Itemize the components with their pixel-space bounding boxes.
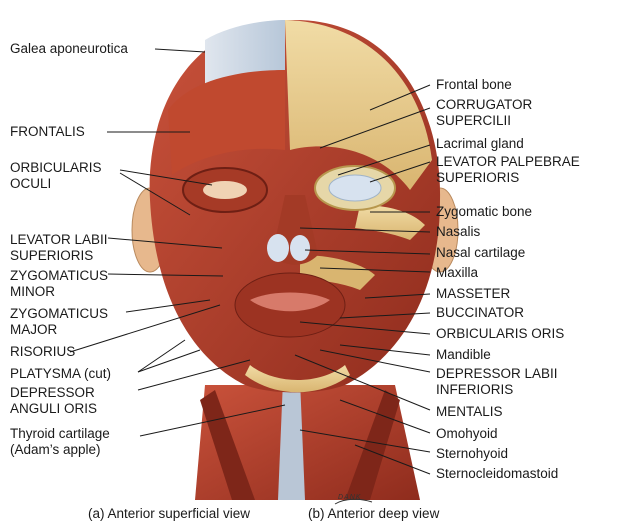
label-line: ZYGOMATICUS [10,306,108,322]
label-levator-palpebrae-superioris: LEVATOR PALPEBRAE SUPERIORIS [436,154,580,186]
label-frontalis: FRONTALIS [10,124,85,140]
label-galea-aponeurotica: Galea aponeurotica [10,41,128,57]
label-line: DEPRESSOR LABII [436,366,558,382]
label-line: SUPERCILII [436,113,532,129]
label-orbicularis-oris: ORBICULARIS ORIS [436,326,564,342]
label-orbicularis-oculi: ORBICULARIS OCULI [10,160,102,192]
label-corrugator-supercilii: CORRUGATOR SUPERCILII [436,97,532,129]
label-platysma: PLATYSMA (cut) [10,366,111,382]
label-omohyoid: Omohyoid [436,426,498,442]
label-masseter: MASSETER [436,286,510,302]
label-thyroid-cartilage: Thyroid cartilage (Adam’s apple) [10,426,110,458]
label-line: MAJOR [10,322,108,338]
label-nasal-cartilage: Nasal cartilage [436,245,525,261]
label-line: LEVATOR LABII [10,232,108,248]
label-zygomaticus-major: ZYGOMATICUS MAJOR [10,306,108,338]
label-depressor-labii-inferioris: DEPRESSOR LABII INFERIORIS [436,366,558,398]
label-zygomatic-bone: Zygomatic bone [436,204,532,220]
label-line: ZYGOMATICUS [10,268,108,284]
label-levator-labii-superioris: LEVATOR LABII SUPERIORIS [10,232,108,264]
caption-anterior-superficial: (a) Anterior superficial view [88,506,250,521]
label-mentalis: MENTALIS [436,404,503,420]
label-line: LEVATOR PALPEBRAE [436,154,580,170]
label-nasalis: Nasalis [436,224,480,240]
label-mandible: Mandible [436,347,491,363]
label-line: INFERIORIS [436,382,558,398]
label-buccinator: BUCCINATOR [436,305,524,321]
label-sternohyoid: Sternohyoid [436,446,508,462]
label-risorius: RISORIUS [10,344,75,360]
label-line: MINOR [10,284,108,300]
label-line: SUPERIORIS [436,170,580,186]
label-line: DEPRESSOR [10,385,97,401]
label-line: SUPERIORIS [10,248,108,264]
label-maxilla: Maxilla [436,265,478,281]
label-line: OCULI [10,176,102,192]
label-depressor-anguli-oris: DEPRESSOR ANGULI ORIS [10,385,97,417]
nasal-cartilage-2 [290,235,310,261]
eye-left-inner [203,181,247,199]
label-frontal-bone: Frontal bone [436,77,512,93]
label-line: ANGULI ORIS [10,401,97,417]
label-zygomaticus-minor: ZYGOMATICUS MINOR [10,268,108,300]
label-line: CORRUGATOR [436,97,532,113]
artist-signature: DANK [338,494,361,501]
caption-anterior-deep: (b) Anterior deep view [308,506,439,521]
label-lacrimal-gland: Lacrimal gland [436,136,524,152]
label-line: ORBICULARIS [10,160,102,176]
eyeball-right [329,175,381,201]
label-line: (Adam’s apple) [10,442,110,458]
nasal-cartilage [267,234,289,262]
label-line: Thyroid cartilage [10,426,110,442]
label-sternocleidomastoid: Sternocleidomastoid [436,466,558,482]
